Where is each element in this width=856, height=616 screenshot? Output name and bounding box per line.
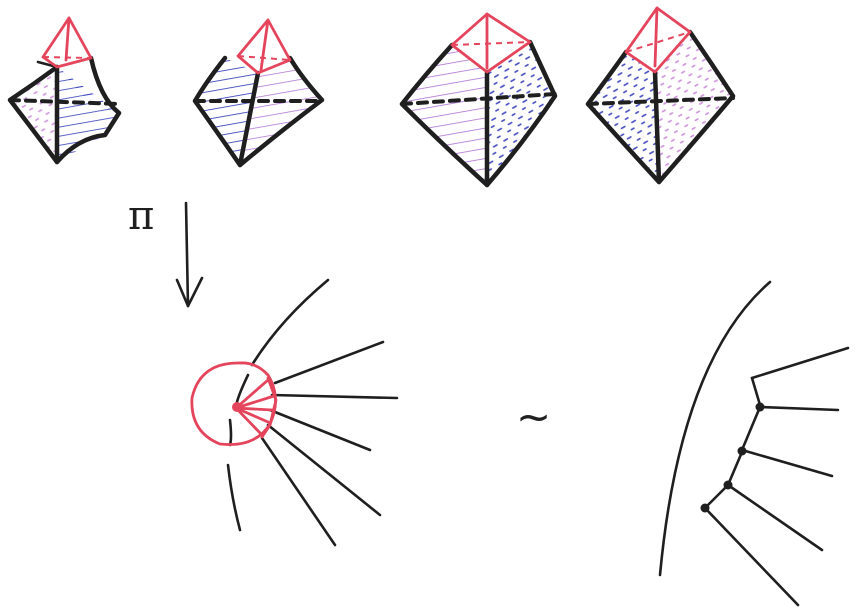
projection-label: π [128, 193, 155, 239]
fan-with-link [190, 278, 399, 547]
octahedron-3 [399, 12, 558, 188]
octahedron-4 [585, 6, 736, 185]
resolved-fan [658, 280, 850, 607]
equivalence-label: ~ [516, 392, 552, 441]
projection-arrow [175, 201, 204, 308]
octahedron-1 [7, 16, 122, 165]
octahedron-2 [192, 18, 325, 168]
